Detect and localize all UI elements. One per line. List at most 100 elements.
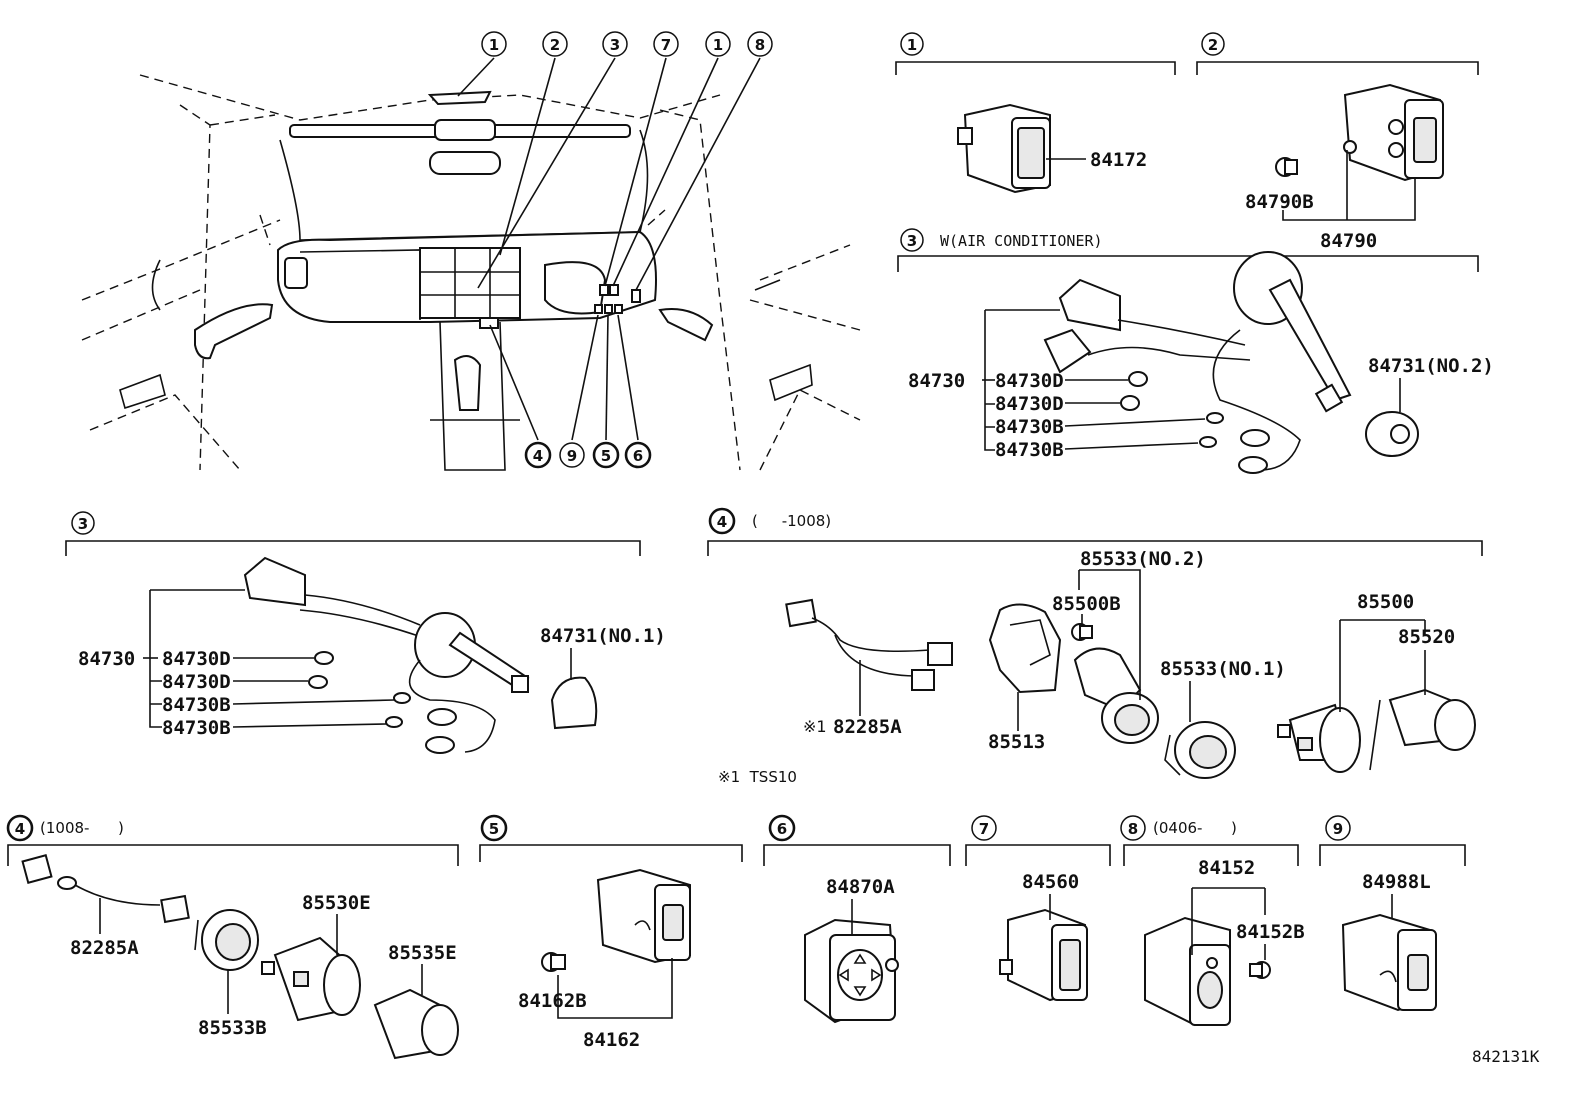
note-mark: ※1 <box>803 717 827 736</box>
svg-text:8: 8 <box>755 36 765 54</box>
socket-85533-no2-illustration <box>1073 647 1159 744</box>
part-label: 84790 <box>1320 230 1377 252</box>
part-label: 84988L <box>1362 871 1431 893</box>
svg-text:2: 2 <box>1208 36 1218 54</box>
part-label: 84730B <box>162 694 231 716</box>
bulb-84162B-illustration <box>541 952 566 972</box>
wire-82285A-illustration <box>785 598 953 691</box>
harness-84730-illustration <box>243 556 530 754</box>
callout-top-7: 7 <box>653 31 679 57</box>
svg-text:1: 1 <box>907 36 917 54</box>
section-title: (0406- ) <box>1153 819 1237 837</box>
section-5: 5 84162B 84162 <box>479 814 743 1051</box>
section-9: 9 84988L <box>1319 815 1466 1012</box>
svg-text:4: 4 <box>717 513 727 531</box>
part-label: 84172 <box>1090 149 1147 171</box>
lighter-85500-illustration <box>1277 703 1361 773</box>
svg-text:3: 3 <box>78 515 88 533</box>
callout-bottom-9: 9 <box>559 442 585 468</box>
section-3: 3 84730 84730D 84730D 84730B 84730B <box>65 511 666 754</box>
svg-text:6: 6 <box>633 447 643 465</box>
svg-text:6: 6 <box>777 820 787 838</box>
part-label: 84731(NO.1) <box>540 625 666 647</box>
section-title: (1008- ) <box>40 819 124 837</box>
part-label: 84790B <box>1245 191 1314 213</box>
section-1: 1 84172 <box>895 32 1176 194</box>
part-label: 85500 <box>1357 591 1414 613</box>
part-label: 85533(NO.1) <box>1160 658 1286 680</box>
harness-84730-illustration <box>1043 251 1352 474</box>
part-label: 84730D <box>162 648 231 670</box>
plug-85520-illustration <box>1369 688 1476 771</box>
callout-bottom-4: 4 <box>524 441 552 469</box>
part-label: 84152B <box>1236 921 1305 943</box>
switch-84790-illustration <box>1343 83 1444 182</box>
part-label: 84730B <box>162 717 231 739</box>
section-8: 8 (0406- ) 84152 84152B <box>1120 815 1305 1027</box>
part-label: 85533B <box>198 1017 267 1039</box>
part-label: 84162B <box>518 990 587 1012</box>
knob-84731-no2-illustration <box>1365 411 1419 457</box>
wire-82285A-illustration <box>21 854 190 924</box>
dimmer-84152-illustration <box>1144 916 1231 1027</box>
part-label: 84730D <box>995 393 1064 415</box>
switch-84172-illustration <box>957 103 1051 194</box>
svg-text:2: 2 <box>550 36 560 54</box>
part-label: 82285A <box>70 937 139 959</box>
vehicle-interior-illustration <box>81 74 861 471</box>
lighter-85530E-illustration <box>261 936 361 1022</box>
part-label: 84730 <box>78 648 135 670</box>
part-label: 84870A <box>826 876 895 898</box>
plug-85535E-illustration <box>373 988 459 1060</box>
switch-84988L-illustration <box>1341 913 1437 1012</box>
ring-85533-no1-illustration <box>1164 721 1236 779</box>
callout-bottom-6: 6 <box>624 441 652 469</box>
callout-top-1b: 1 <box>705 31 731 57</box>
svg-text:9: 9 <box>567 447 577 465</box>
part-label: 85513 <box>988 731 1045 753</box>
switch-84162-illustration <box>596 868 691 964</box>
section-title: W(AIR CONDITIONER) <box>940 232 1103 250</box>
part-label: 84560 <box>1022 871 1079 893</box>
svg-text:7: 7 <box>661 36 671 54</box>
bulb-85500B-illustration <box>1071 623 1093 641</box>
ring-85533B-illustration <box>194 909 259 971</box>
footnote: ※1 TSS10 <box>718 768 797 786</box>
section-4-after-1008: 4 (1008- ) 82285A 85533B 85530E <box>6 814 459 1060</box>
svg-text:8: 8 <box>1128 820 1138 838</box>
figure-id: 842131K <box>1472 1047 1540 1066</box>
overview-leader-lines <box>457 57 761 441</box>
part-label: 84162 <box>583 1029 640 1051</box>
part-label: 84730B <box>995 439 1064 461</box>
part-label: 85533(NO.2) <box>1080 548 1206 570</box>
overview-callouts: 1 2 3 7 1 8 4 9 5 6 <box>481 31 773 469</box>
mirror-switch-84870A-illustration <box>804 918 899 1024</box>
svg-text:1: 1 <box>713 36 723 54</box>
section-6: 6 84870A <box>763 814 951 1024</box>
callout-top-3: 3 <box>602 31 628 57</box>
svg-text:5: 5 <box>601 447 611 465</box>
section-3-air-conditioner: 3 W(AIR CONDITIONER) 84730 84730D 84730D <box>897 228 1494 474</box>
svg-text:5: 5 <box>489 820 499 838</box>
svg-text:7: 7 <box>979 820 989 838</box>
svg-text:3: 3 <box>907 232 917 250</box>
bulb-84790B-illustration <box>1275 157 1298 177</box>
svg-text:1: 1 <box>489 36 499 54</box>
svg-text:3: 3 <box>610 36 620 54</box>
callout-bottom-5: 5 <box>592 441 620 469</box>
part-label: 84152 <box>1198 857 1255 879</box>
part-label: 84730D <box>995 370 1064 392</box>
switch-84560-illustration <box>999 908 1088 1002</box>
part-label: 84731(NO.2) <box>1368 355 1494 377</box>
bulb-84152B-illustration <box>1249 961 1271 979</box>
bracket-85513-illustration <box>988 603 1062 694</box>
part-label: 85520 <box>1398 626 1455 648</box>
section-4-before-1008: 4 ( -1008) ※1 82285A 85513 85533(NO.2 <box>707 507 1483 786</box>
section-2: 2 84790B 84790 <box>1196 32 1479 252</box>
knob-84731-no1-illustration <box>550 676 598 730</box>
callout-top-8: 8 <box>747 31 773 57</box>
part-label: 85530E <box>302 892 371 914</box>
part-label: 82285A <box>833 716 902 738</box>
section-title: ( -1008) <box>752 512 831 530</box>
section-7: 7 84560 <box>965 815 1111 1002</box>
